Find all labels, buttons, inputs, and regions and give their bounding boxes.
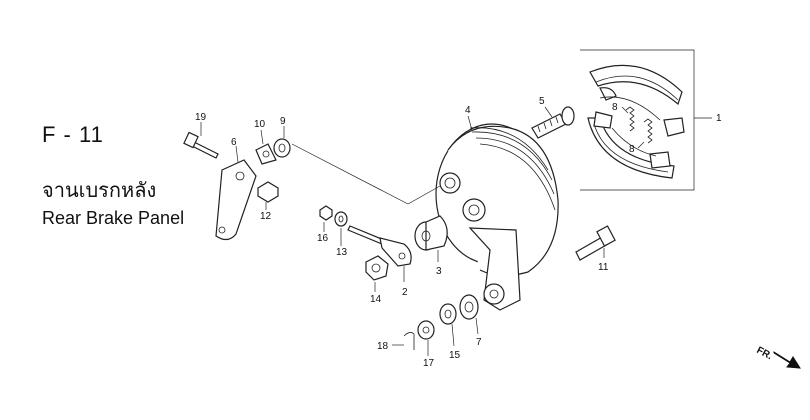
callout-17: 17 — [423, 358, 435, 369]
brake-shoe-group-bracket — [580, 49, 712, 191]
nut-16 — [319, 205, 333, 232]
seal — [273, 126, 441, 205]
callout-10: 10 — [254, 119, 266, 130]
cotter-pin — [392, 332, 415, 350]
callout-6: 6 — [231, 137, 237, 148]
callout-8-upper: 8 — [612, 102, 618, 113]
callout-7: 7 — [476, 337, 482, 348]
callout-1: 1 — [716, 113, 722, 124]
callout-16: 16 — [317, 233, 329, 244]
figure-code: F - 11 — [42, 122, 104, 147]
callout-3: 3 — [436, 266, 442, 277]
washer-7 — [459, 294, 479, 335]
callout-13: 13 — [336, 247, 348, 258]
title-thai: จานเบรกหลัง — [42, 178, 157, 202]
arm-bolt — [183, 122, 219, 159]
stopper-arm — [347, 225, 412, 282]
brake-cam — [531, 106, 575, 139]
brake-arm — [215, 145, 257, 241]
brake-shoe-lower — [587, 111, 675, 179]
callout-4: 4 — [465, 105, 471, 116]
front-label: FR. — [755, 345, 775, 362]
callout-12: 12 — [260, 211, 272, 222]
callout-5: 5 — [539, 96, 545, 107]
washer-15 — [439, 303, 457, 347]
callout-15: 15 — [449, 350, 461, 361]
washer-13 — [334, 211, 348, 246]
callout-9: 9 — [280, 116, 286, 127]
wear-indicator — [255, 129, 277, 165]
flange-nut-14 — [365, 255, 389, 292]
callout-14: 14 — [370, 294, 382, 305]
panel-bolt — [575, 225, 616, 261]
callout-18: 18 — [377, 341, 389, 352]
callout-11: 11 — [598, 262, 609, 273]
title-english: Rear Brake Panel — [42, 208, 185, 228]
callout-8-lower: 8 — [629, 144, 635, 155]
front-arrow-icon — [773, 351, 801, 369]
brake-panel — [435, 115, 559, 311]
collar — [414, 215, 448, 262]
callout-2: 2 — [402, 287, 408, 298]
shoe-spring-lower — [637, 118, 653, 149]
shoe-spring-upper — [621, 106, 635, 132]
callout-19: 19 — [195, 112, 207, 123]
collar-17 — [417, 320, 435, 356]
nut-12 — [257, 181, 279, 210]
brake-shoe-upper — [589, 64, 685, 137]
front-direction-indicator: FR. — [755, 345, 801, 369]
